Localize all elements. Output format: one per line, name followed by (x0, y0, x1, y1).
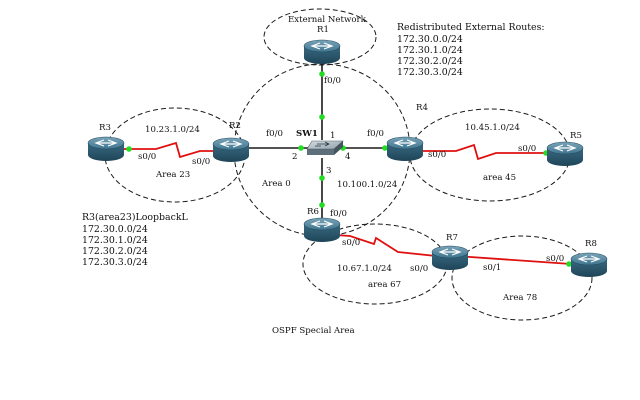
router-name-r1: R1 (317, 25, 329, 35)
router-name-r7: R7 (446, 233, 458, 243)
link-r6-r7 (320, 233, 437, 257)
router-icon (546, 141, 584, 166)
router-name-r8: R8 (585, 239, 597, 249)
loopback-route: 172.30.1.0/24 (82, 235, 148, 246)
router-r3[interactable] (87, 136, 125, 161)
router-r5[interactable] (546, 141, 584, 166)
interface-label: f0/0 (266, 129, 283, 139)
router-r7[interactable] (431, 245, 469, 270)
area-label: Area 78 (502, 293, 537, 303)
redistributed-route: 172.30.0.0/24 (397, 34, 463, 45)
redistributed-routes-title: Redistributed External Routes: (397, 22, 545, 33)
router-icon (87, 136, 125, 161)
router-name-r5: R5 (570, 131, 582, 141)
area-label: Area 0 (261, 179, 291, 189)
subnet-label: 10.100.1.0/24 (337, 180, 398, 190)
router-name-r2: R2 (229, 121, 241, 131)
interface-label: s0/0 (428, 150, 446, 160)
port-dot (319, 202, 325, 208)
interface-label: f0/0 (330, 209, 347, 219)
area-label: Area 23 (155, 170, 190, 180)
router-r1[interactable] (303, 39, 341, 64)
area-78-boundary (451, 235, 593, 321)
switch-port-4: 4 (345, 152, 351, 162)
switch-port-1: 1 (330, 131, 335, 141)
port-dot (382, 145, 388, 151)
loopback-title: R3(area23)LoopbackL (82, 212, 188, 223)
router-icon (303, 39, 341, 64)
interface-label: s0/0 (342, 238, 360, 248)
external-network-boundary (263, 8, 377, 66)
router-icon (570, 252, 608, 277)
area-label: area 67 (368, 280, 401, 290)
link-r4-r5 (418, 143, 546, 161)
interface-label: s0/0 (192, 157, 210, 167)
subnet-label: 10.23.1.0/24 (145, 125, 200, 135)
port-dot (126, 146, 132, 152)
serial-links (123, 141, 572, 265)
router-name-r4: R4 (416, 103, 428, 113)
router-icon (212, 137, 250, 162)
port-dot (319, 114, 325, 120)
interface-label: s0/0 (138, 152, 156, 162)
router-icon (386, 136, 424, 161)
router-name-r3: R3 (99, 123, 111, 133)
router-icon (431, 245, 469, 270)
redistributed-route: 172.30.2.0/24 (397, 56, 463, 67)
diagram-caption: OSPF Special Area (272, 326, 355, 336)
redistributed-route: 172.30.3.0/24 (397, 67, 463, 78)
area-label: area 45 (483, 173, 516, 183)
subnet-label: 10.67.1.0/24 (337, 264, 392, 274)
port-dot (566, 261, 572, 267)
router-r2[interactable] (212, 137, 250, 162)
switch-port-2: 2 (292, 152, 297, 162)
interface-label: f0/0 (324, 76, 341, 86)
loopback-route: 172.30.3.0/24 (82, 257, 148, 268)
interface-label: s0/0 (410, 264, 428, 274)
router-r4[interactable] (386, 136, 424, 161)
router-icon (303, 217, 341, 242)
interface-label: s0/0 (518, 144, 536, 154)
interface-label: s0/1 (483, 263, 501, 273)
router-r6[interactable] (303, 217, 341, 242)
subnet-label: 10.45.1.0/24 (465, 123, 520, 133)
link-r7-r8 (455, 255, 572, 265)
switch-port-3: 3 (326, 166, 331, 176)
port-dot (298, 145, 304, 151)
switch-icon (306, 140, 344, 155)
switch-name-sw1: SW1 (296, 129, 318, 139)
link-r3-r2 (123, 141, 222, 159)
redistributed-route: 172.30.1.0/24 (397, 45, 463, 56)
interface-label: s0/0 (546, 254, 564, 264)
loopback-route: 172.30.2.0/24 (82, 246, 148, 257)
router-r8[interactable] (570, 252, 608, 277)
external-network-label: External Network (288, 15, 367, 25)
port-dot (319, 175, 325, 181)
router-name-r6: R6 (307, 207, 319, 217)
interface-label: f0/0 (367, 129, 384, 139)
port-dot (319, 71, 325, 77)
switch-sw1[interactable] (306, 140, 344, 155)
loopback-route: 172.30.0.0/24 (82, 224, 148, 235)
